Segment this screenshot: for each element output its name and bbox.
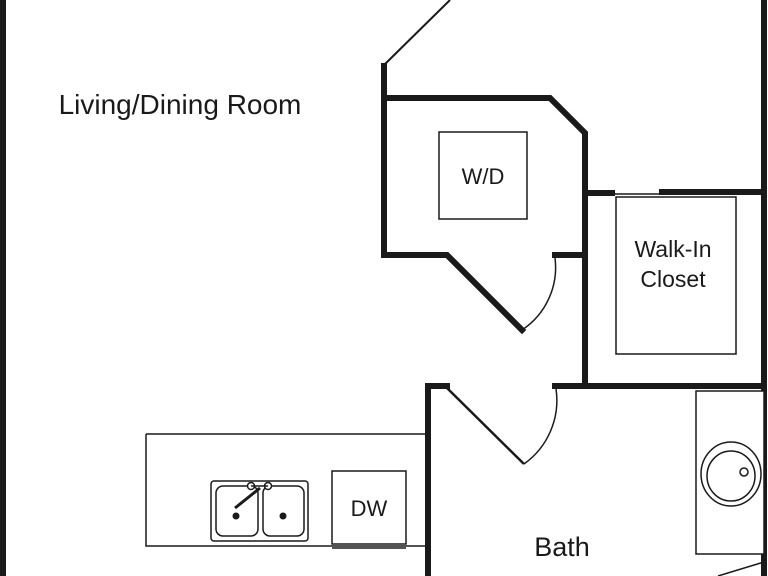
washer-dryer-label: W/D: [462, 164, 505, 189]
bath-door-swing[interactable]: [523, 388, 558, 465]
living-dining-label: Living/Dining Room: [59, 89, 302, 120]
bath-label: Bath: [534, 532, 590, 562]
closet-shelf: [615, 196, 737, 355]
kitchen-counter: [145, 433, 428, 547]
dishwasher: [331, 470, 407, 545]
closet-label-line2: Closet: [640, 266, 706, 292]
washer-dryer-unit: [438, 131, 528, 220]
closet-label-line1: Walk-In: [634, 236, 711, 262]
kitchen-sink-icon: [210, 480, 309, 542]
wd-door-swing[interactable]: [521, 257, 557, 331]
vanity-sink-inner: [706, 450, 756, 502]
vanity-faucet-icon: [739, 467, 749, 477]
diagonal-top-wall: [382, 0, 451, 67]
closet-walls: [582, 189, 767, 388]
bath-walls: [425, 383, 767, 576]
toilet-edge: [717, 561, 765, 576]
dishwasher-label: DW: [351, 496, 388, 521]
